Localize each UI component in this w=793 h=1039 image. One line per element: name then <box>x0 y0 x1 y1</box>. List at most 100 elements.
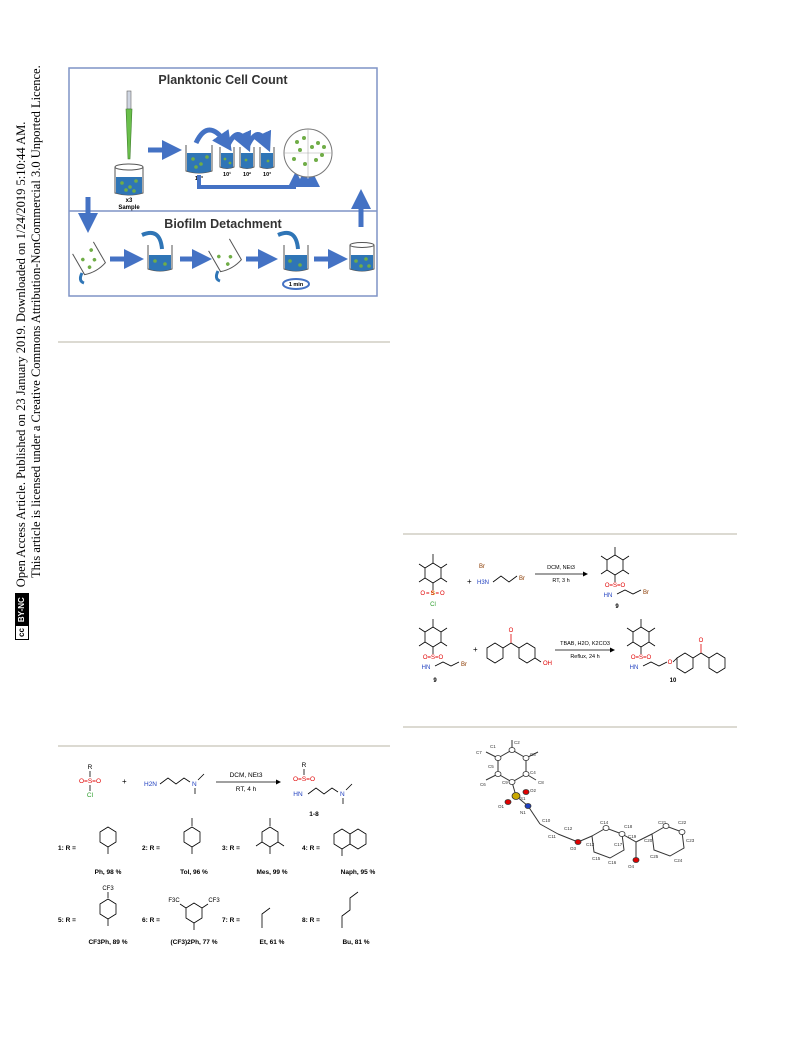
cc-license-badge[interactable]: cc BY-NC <box>15 593 30 640</box>
sample-label: Sample <box>118 205 140 211</box>
compound-9-substrate <box>418 619 460 667</box>
dilution-label-3: 10³ <box>263 171 271 178</box>
svg-text:C2: C2 <box>514 740 520 745</box>
svg-text:S1: S1 <box>520 796 526 801</box>
svg-text:N1: N1 <box>520 810 526 815</box>
product-r: R <box>302 762 307 769</box>
entry-6-f3c: F3C <box>168 898 180 904</box>
ortep-atoms <box>494 747 686 863</box>
compound-label-10: 10 <box>670 678 677 684</box>
amine-h2n: H2N <box>144 781 157 788</box>
product-chain <box>307 787 339 795</box>
product-n: N <box>340 791 345 798</box>
svg-text:C3: C3 <box>530 752 536 757</box>
entry-2-tolyl <box>183 818 201 854</box>
product-label-1-8: 1-8 <box>309 811 319 818</box>
entry-1-name: Ph, 98 % <box>95 869 122 876</box>
svg-text:C19: C19 <box>628 834 637 839</box>
entry-5-name: CF3Ph, 89 % <box>88 939 127 946</box>
svg-text:O3: O3 <box>570 846 577 851</box>
nh-label-1: HN <box>604 593 613 599</box>
detach-step-5-beaker <box>349 242 375 272</box>
entry-2-name: Tol, 96 % <box>180 869 208 876</box>
so2-group-4: O=S=O <box>631 655 652 661</box>
transfer-arrow-2 <box>225 129 252 153</box>
sulfur-atom-1: S <box>431 591 435 597</box>
entry-2-id: 2: R = <box>142 845 160 852</box>
svg-text:O2: O2 <box>530 788 537 793</box>
svg-text:C1: C1 <box>490 744 496 749</box>
timer-label: 1 min <box>289 282 304 288</box>
conditions-2a: TBAB, H2O, K2CO3 <box>560 641 610 647</box>
plating-line <box>197 175 296 189</box>
svg-text:C24: C24 <box>674 858 683 863</box>
entry-5-id: 5: R = <box>58 917 76 924</box>
entry-4-naphthyl <box>333 828 367 856</box>
svg-text:C4: C4 <box>530 770 536 775</box>
product-hn: HN <box>293 791 303 798</box>
separator-right-2 <box>403 726 737 728</box>
svg-text:C7: C7 <box>476 750 482 755</box>
svg-text:O4: O4 <box>628 864 635 869</box>
hydroxybenzophenone-structure <box>486 634 542 664</box>
svg-text:C22: C22 <box>678 820 687 825</box>
product-so2: O=S=O <box>293 776 315 783</box>
amine-chain <box>159 777 191 785</box>
sulfonamide-scheme-1-8: R O=S=O Cl + H2N N DCM, NEt3 RT, 4 h R O… <box>58 762 376 946</box>
conditions-1a: DCM, NEt3 <box>547 565 575 571</box>
svg-text:C23: C23 <box>686 838 695 843</box>
svg-text:C13: C13 <box>586 842 595 847</box>
title-planktonic: Planktonic Cell Count <box>158 73 288 87</box>
entry-4-name: Naph, 95 % <box>341 869 376 876</box>
hydroxyl-label: OH <box>543 661 552 667</box>
entry-8-butyl <box>341 891 359 928</box>
biofilm-workflow-figure: Planktonic Cell Count Biofilm Detachment… <box>68 67 378 297</box>
conditions-1b: RT, 3 h <box>552 578 569 584</box>
conditions-2b: Reflux, 24 h <box>570 654 599 660</box>
plus-sign-2: + <box>473 645 478 654</box>
compound-label-9a: 9 <box>615 604 619 610</box>
amine-n: N <box>192 781 197 788</box>
svg-text:C5: C5 <box>488 764 494 769</box>
title-biofilm: Biofilm Detachment <box>164 217 282 231</box>
plus-sign-1: + <box>467 577 472 586</box>
entry-7-id: 7: R = <box>222 917 240 924</box>
detach-step-3-tilted-beaker <box>208 238 243 283</box>
so2-group-3: O=S=O <box>423 655 444 661</box>
licence-line-2: This article is licensed under a Creativ… <box>29 65 44 578</box>
bromo-label-3: Br <box>461 662 467 668</box>
svg-text:C16: C16 <box>608 860 617 865</box>
separator-right-1 <box>403 533 737 535</box>
detach-step-1-tilted-beaker <box>72 241 107 285</box>
detach-step-2-beaker <box>141 230 173 272</box>
entry-8-name: Bu, 81 % <box>342 939 369 946</box>
svg-text:C21: C21 <box>658 820 667 825</box>
transfer-arrow-1 <box>193 127 232 152</box>
svg-text:C17: C17 <box>614 842 623 847</box>
entry-3-id: 3: R = <box>222 845 240 852</box>
transfer-arrow-3 <box>245 129 272 153</box>
nh-label-3: HN <box>630 665 639 671</box>
pipette-icon <box>125 90 133 160</box>
mesitylsulfonyl-chloride <box>418 554 448 590</box>
svg-text:C8: C8 <box>538 780 544 785</box>
entry-8-id: 8: R = <box>302 917 320 924</box>
ortep-atom-labels: C1 C2 C3 C4 C5 C6 C7 C8 C9 S1 O1 O2 N1 C… <box>476 740 695 869</box>
substrate-so2: O=S=O <box>79 778 101 785</box>
entry-5-cf3: CF3 <box>102 886 114 892</box>
carbonyl-o-2: O <box>699 638 704 644</box>
svg-text:C18: C18 <box>624 824 633 829</box>
licence-line-1: cc BY-NC Open Access Article. Published … <box>14 20 30 640</box>
bromo-label-1: Br <box>519 576 525 582</box>
sample-count: x3 <box>126 198 133 204</box>
entry-6-bis-cf3phenyl <box>179 902 209 930</box>
compound-9-structure <box>600 547 642 595</box>
svg-text:C25: C25 <box>650 854 659 859</box>
ortep-bonds <box>485 740 685 860</box>
dilution-label-2: 10² <box>243 171 251 178</box>
synthesis-scheme-9-10: S O=S=O Cl + Br H3N Br DCM, NEt3 RT, 3 h… <box>418 547 726 684</box>
entry-1-id: 1: R = <box>58 845 76 852</box>
svg-text:C12: C12 <box>564 826 573 831</box>
entry-3-name: Mes, 99 % <box>256 869 287 876</box>
entry-1-phenyl <box>99 826 117 854</box>
